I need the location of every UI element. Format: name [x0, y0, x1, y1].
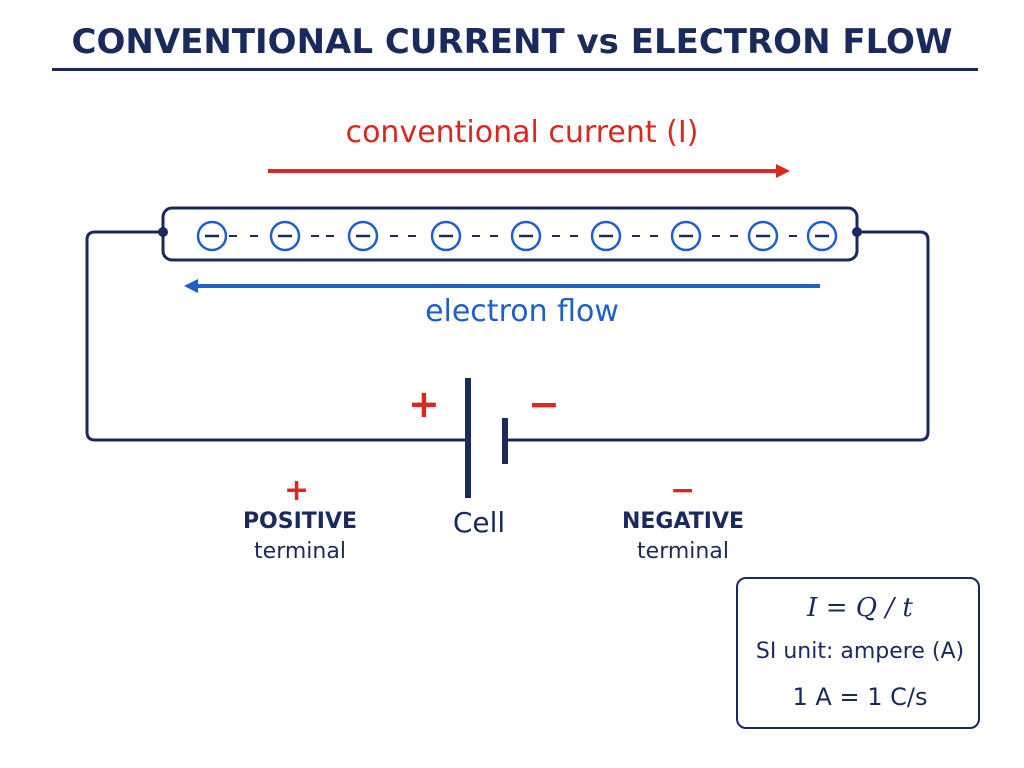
electron-flow-arrow [184, 279, 820, 293]
electron [747, 220, 779, 252]
electron [590, 220, 622, 252]
page-title: CONVENTIONAL CURRENT vs ELECTRON FLOW [71, 22, 953, 62]
negative-terminal-title: NEGATIVE [621, 509, 745, 534]
electron [196, 220, 228, 252]
electron [510, 220, 542, 252]
negative-terminal-subtitle: terminal [637, 539, 729, 564]
electron [430, 220, 462, 252]
conventional-current-arrow [268, 164, 790, 178]
electron [670, 220, 702, 252]
positive-terminal-subtitle: terminal [254, 539, 346, 564]
cell-plus-sign: + [408, 382, 440, 426]
electron [269, 220, 301, 252]
cell-label: Cell [452, 506, 506, 539]
electron [806, 220, 838, 252]
negative-terminal-sign: − [670, 473, 696, 508]
conventional-current-label: conventional current (I) [345, 115, 699, 150]
positive-terminal-title: POSITIVE [242, 509, 358, 534]
electron [347, 220, 379, 252]
junction-dot-right [852, 227, 862, 237]
title-underline [52, 68, 978, 71]
positive-terminal-label: POSITIVE terminal [200, 507, 400, 567]
formula-box: I = Q / t SI unit: ampere (A) 1 A = 1 C/… [736, 577, 980, 729]
negative-terminal-label: NEGATIVE terminal [583, 507, 783, 567]
electrons [196, 220, 838, 252]
ampere-definition: 1 A = 1 C/s [792, 683, 928, 711]
si-unit-text: SI unit: ampere (A) [755, 639, 965, 664]
electron-flow-label: electron flow [425, 294, 619, 329]
positive-terminal-sign: + [284, 473, 310, 508]
current-equation: I = Q / t [807, 593, 913, 623]
circuit-wire [85, 230, 930, 442]
cell-minus-sign: − [528, 382, 560, 426]
junction-dot-left [158, 227, 168, 237]
